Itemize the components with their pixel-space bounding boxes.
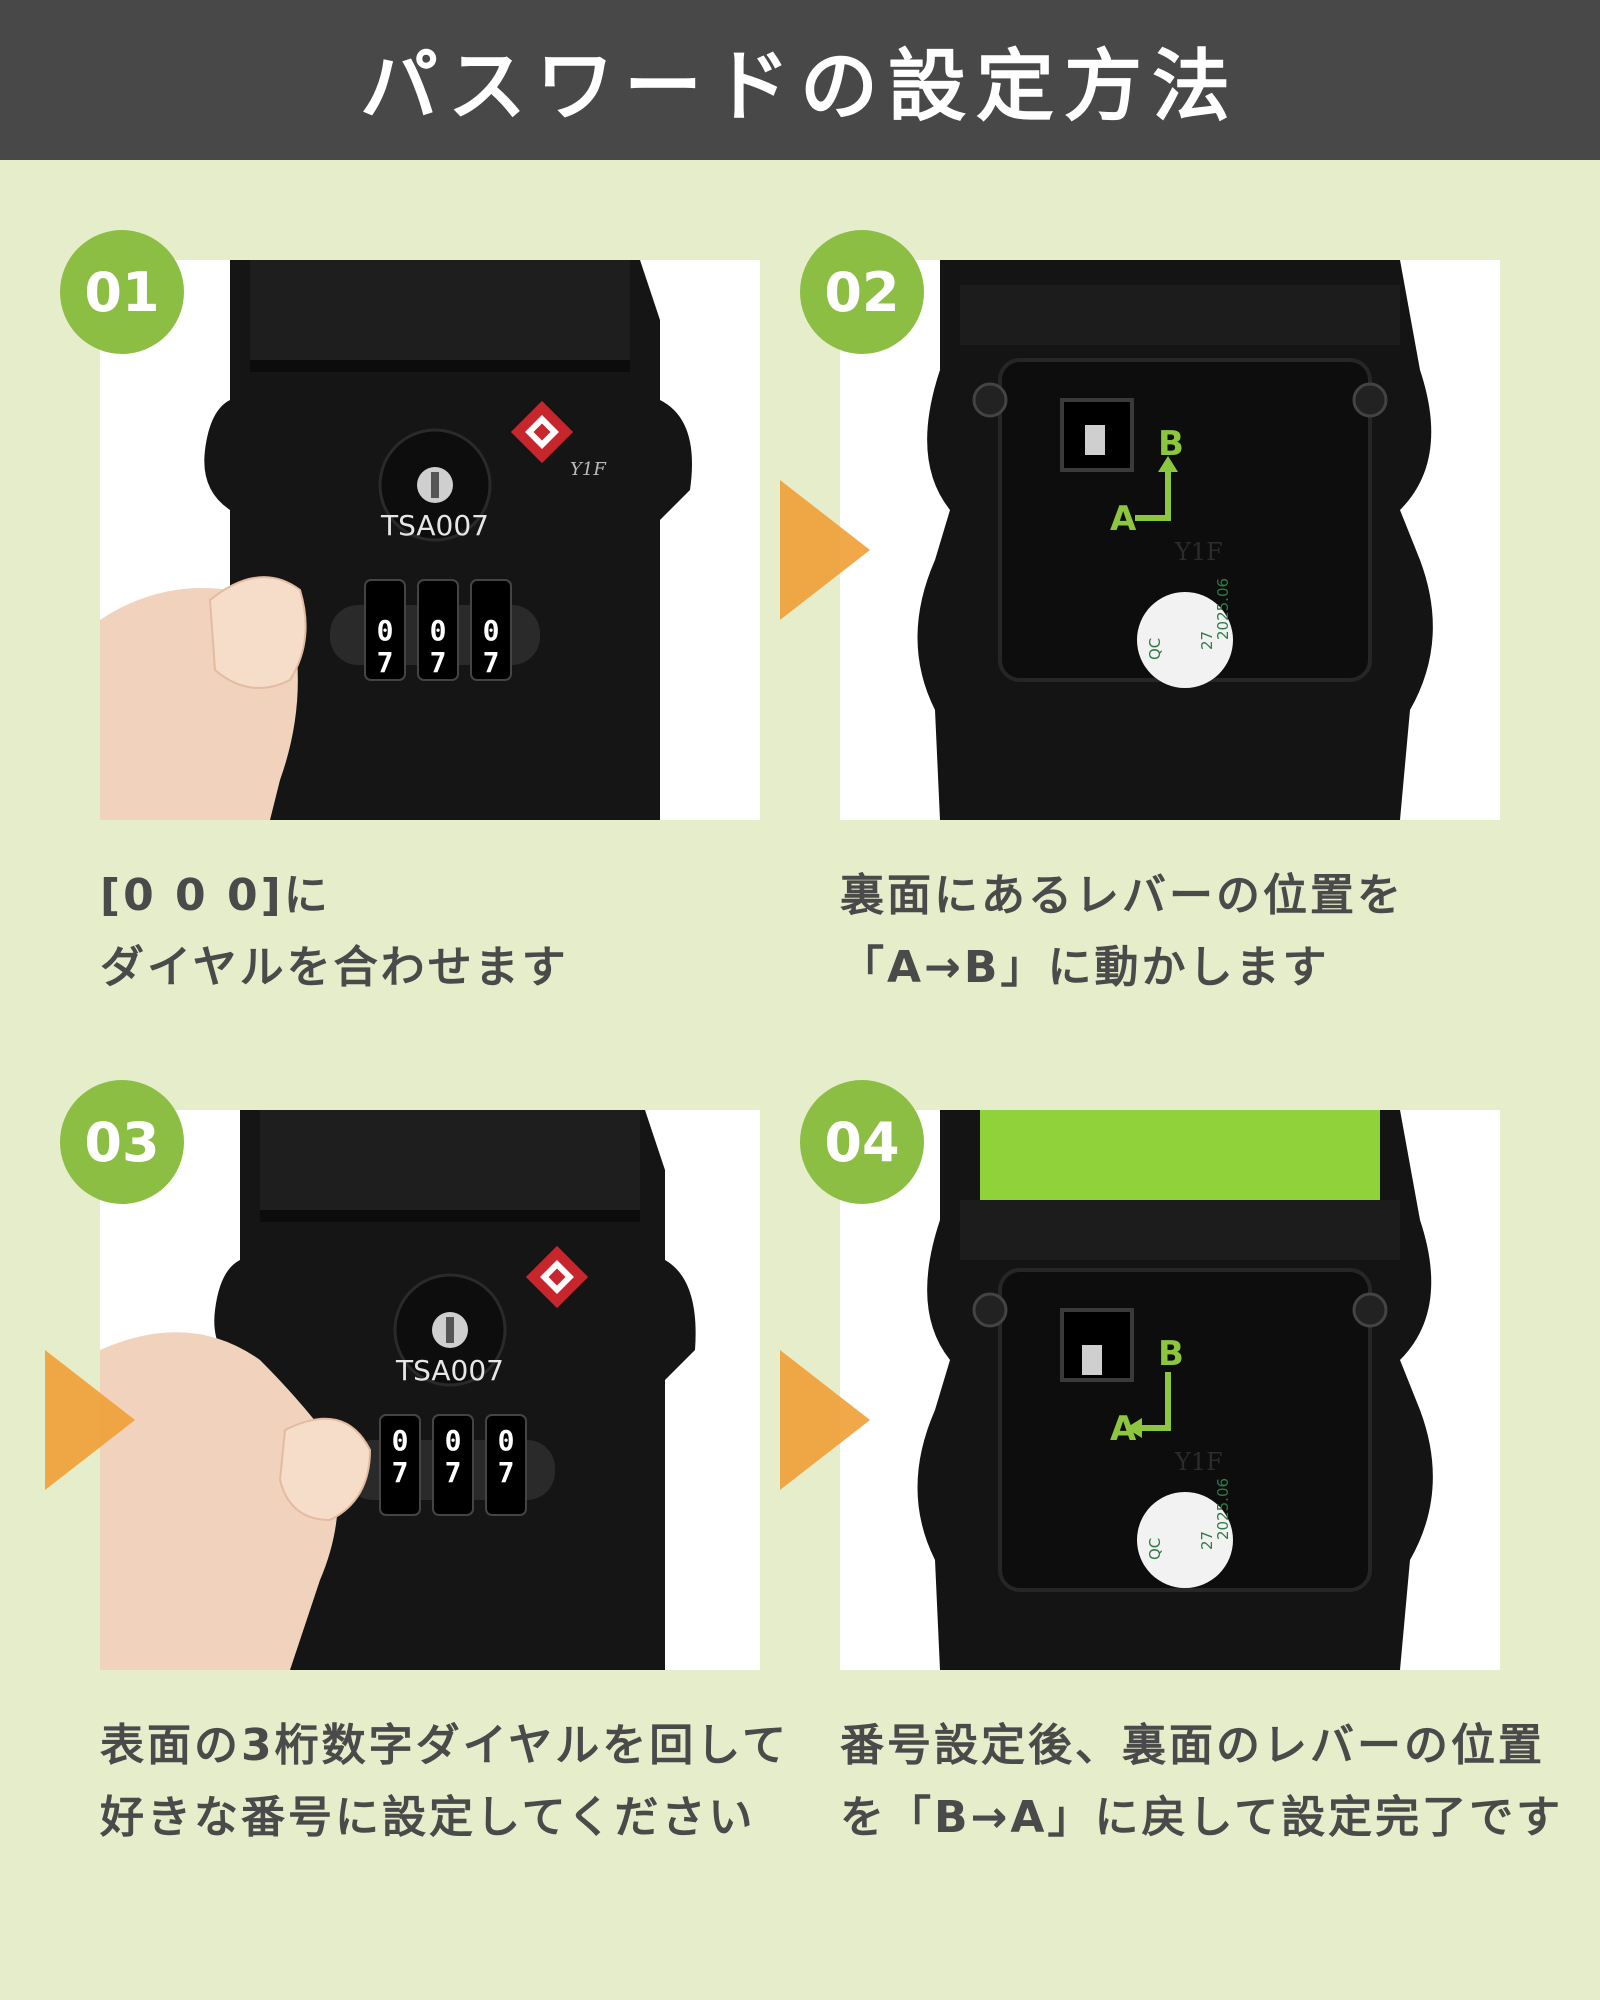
svg-text:0: 0 [445, 1424, 462, 1457]
step-02: 02 B A Y1F QC 2025.06 27 裏面 [780, 230, 1520, 1030]
svg-text:Y1F: Y1F [570, 459, 607, 480]
step-04: 04 B A Y1F QC 2025.06 27 番号 [780, 1080, 1560, 1880]
lock-back-photo: B A Y1F QC 2025.06 27 [840, 260, 1500, 820]
step-caption: 裏面にあるレバーの位置を 「A→B」に動かします [840, 870, 1404, 993]
svg-text:2025.06: 2025.06 [1214, 1478, 1232, 1540]
svg-text:0: 0 [377, 614, 394, 647]
next-arrow-icon [780, 1350, 870, 1490]
svg-text:B: B [1158, 1334, 1184, 1374]
tsa-diamond-icon [510, 400, 574, 464]
svg-text:QC: QC [1146, 638, 1164, 660]
svg-text:QC: QC [1146, 1538, 1164, 1560]
svg-text:0: 0 [498, 1424, 515, 1457]
svg-text:B: B [1158, 424, 1184, 464]
step-01: 01 TSA007 Y1F 0 0 [60, 230, 780, 1030]
step-number-badge: 03 [60, 1080, 184, 1204]
step-caption: 表面の3桁数字ダイヤルを回して 好きな番号に設定してください [100, 1720, 789, 1843]
svg-text:Y1F: Y1F [1174, 538, 1223, 566]
next-arrow-icon [780, 480, 870, 620]
svg-text:0: 0 [392, 1424, 409, 1457]
step-number-badge: 01 [60, 230, 184, 354]
lock-front-photo: TSA007 0 0 0 7 7 7 [100, 1110, 760, 1670]
svg-text:7: 7 [483, 646, 500, 679]
svg-text:7: 7 [377, 646, 394, 679]
svg-text:7: 7 [445, 1456, 462, 1489]
next-arrow-icon [45, 1350, 135, 1490]
svg-text:2025.06: 2025.06 [1214, 578, 1232, 640]
svg-text:0: 0 [430, 614, 447, 647]
svg-text:Y1F: Y1F [1174, 1448, 1223, 1476]
page-header: パスワードの設定方法 [0, 0, 1600, 160]
svg-text:0: 0 [483, 614, 500, 647]
lock-front-photo: TSA007 Y1F 0 0 0 7 7 7 [100, 260, 760, 820]
svg-text:A: A [1110, 499, 1137, 539]
svg-text:7: 7 [430, 646, 447, 679]
page-title: パスワードの設定方法 [359, 42, 1240, 132]
svg-text:7: 7 [392, 1456, 409, 1489]
svg-text:TSA007: TSA007 [395, 1354, 504, 1387]
lock-back-photo: B A Y1F QC 2025.06 27 [840, 1110, 1500, 1670]
step-caption: 番号設定後、裏面のレバーの位置 を「B→A」に戻して設定完了です [840, 1720, 1564, 1843]
step-caption: [0 0 0]に ダイヤルを合わせます [100, 870, 569, 993]
step-03: 03 TSA007 0 0 [45, 1080, 786, 1880]
svg-text:27: 27 [1198, 631, 1216, 650]
svg-text:7: 7 [498, 1456, 515, 1489]
svg-text:27: 27 [1198, 1531, 1216, 1550]
step-number-badge: 04 [800, 1080, 924, 1204]
step-number-badge: 02 [800, 230, 924, 354]
tsa-label: TSA007 [380, 509, 489, 542]
